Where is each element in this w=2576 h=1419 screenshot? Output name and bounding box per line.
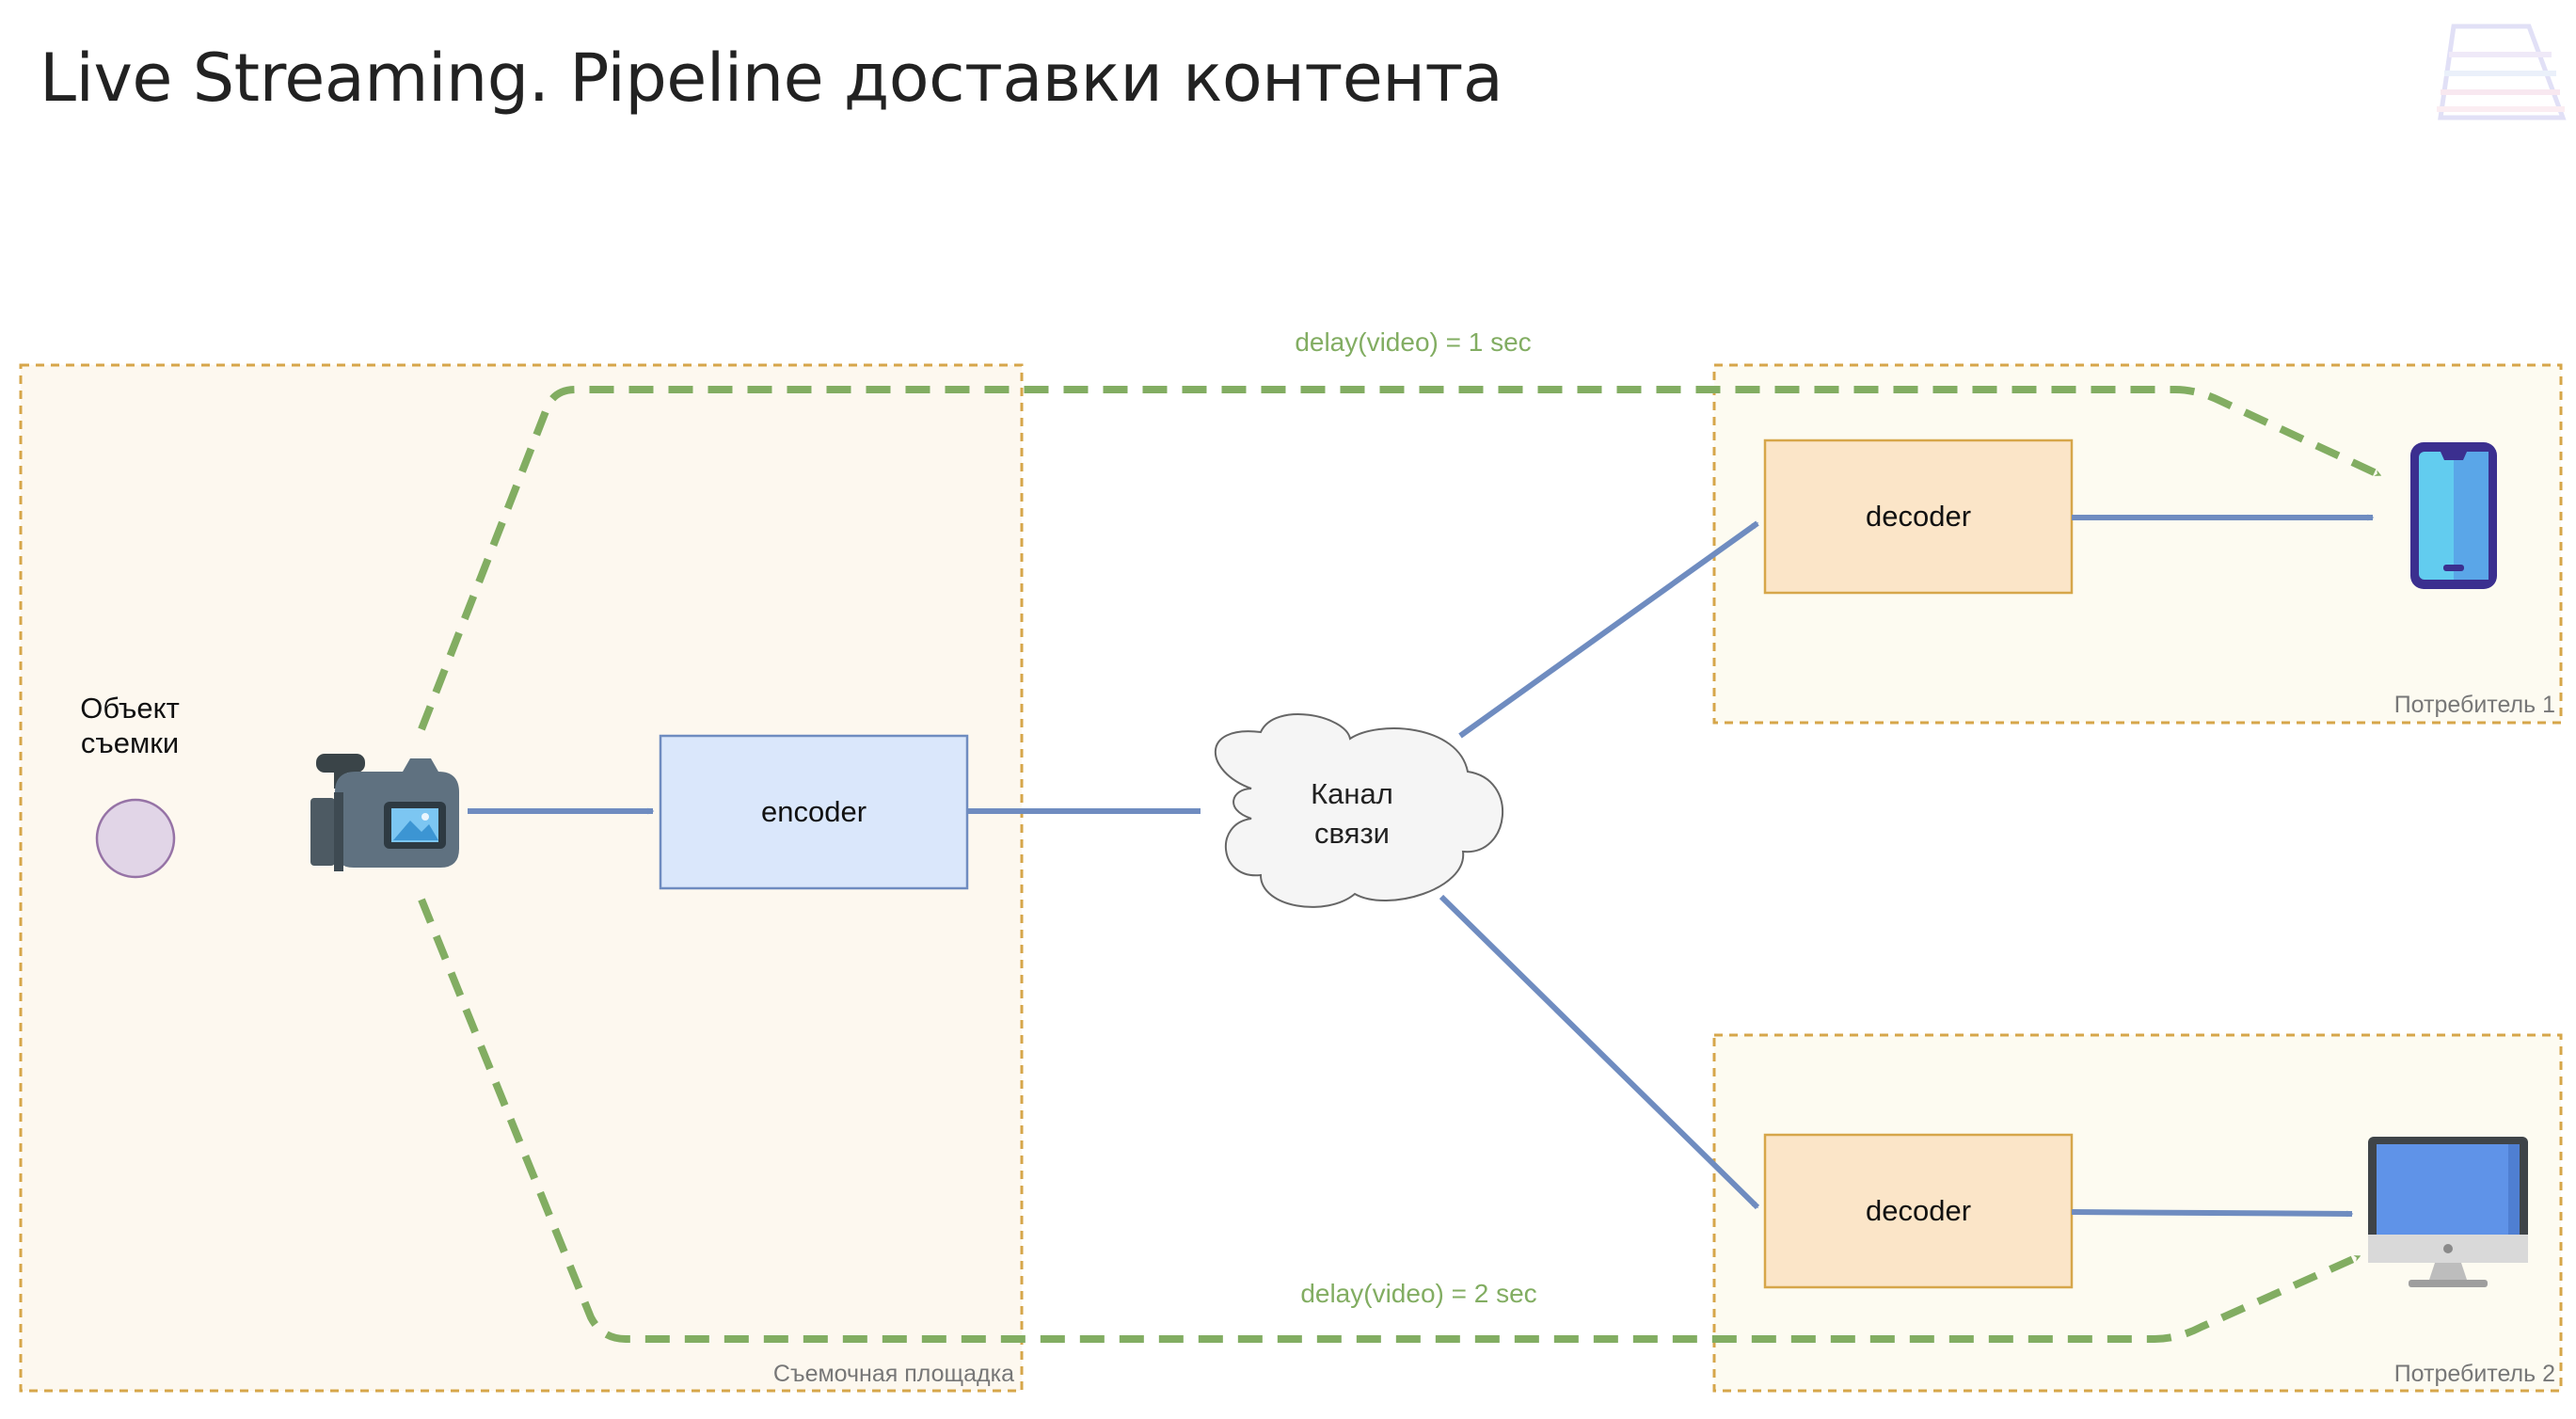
subject-circle <box>95 798 176 879</box>
encoder-label: encoder <box>761 795 867 828</box>
arrow-channel-decoder-2 <box>1439 894 1760 1210</box>
video-camera-icon <box>310 754 459 871</box>
smartphone-icon <box>2410 442 2497 589</box>
subject-label-line2: съемки <box>81 726 179 759</box>
arrow-channel-decoder-1 <box>1458 520 1759 739</box>
arrow-decoder-2-monitor <box>2071 1209 2354 1218</box>
brand-logo-icon <box>2437 24 2567 120</box>
decoder-2-box <box>1763 1133 2074 1289</box>
decoder-1-box <box>1763 438 2074 595</box>
channel-label-line1: Канал <box>1311 777 1393 810</box>
desktop-monitor-icon <box>2368 1137 2528 1287</box>
decoder-2-label: decoder <box>1866 1194 1971 1227</box>
channel-cloud <box>1214 713 1503 908</box>
decoder-1-label: decoder <box>1866 500 1971 533</box>
subject-label-line1: Объект <box>80 692 180 725</box>
zone-studio-label: Съемочная площадка <box>773 1361 1014 1387</box>
channel-label-line2: связи <box>1314 817 1390 850</box>
page-title: Live Streaming. Pipeline доставки контен… <box>40 40 1503 117</box>
delay-label-top: delay(video) = 1 sec <box>1295 327 1531 357</box>
delay-label-bottom: delay(video) = 2 sec <box>1300 1279 1536 1308</box>
zone-consumer-1-label: Потребитель 1 <box>2394 692 2555 718</box>
zone-consumer-2-label: Потребитель 2 <box>2394 1361 2555 1387</box>
delay-path-bottom <box>418 898 2361 1343</box>
delay-path-top <box>418 386 2382 731</box>
